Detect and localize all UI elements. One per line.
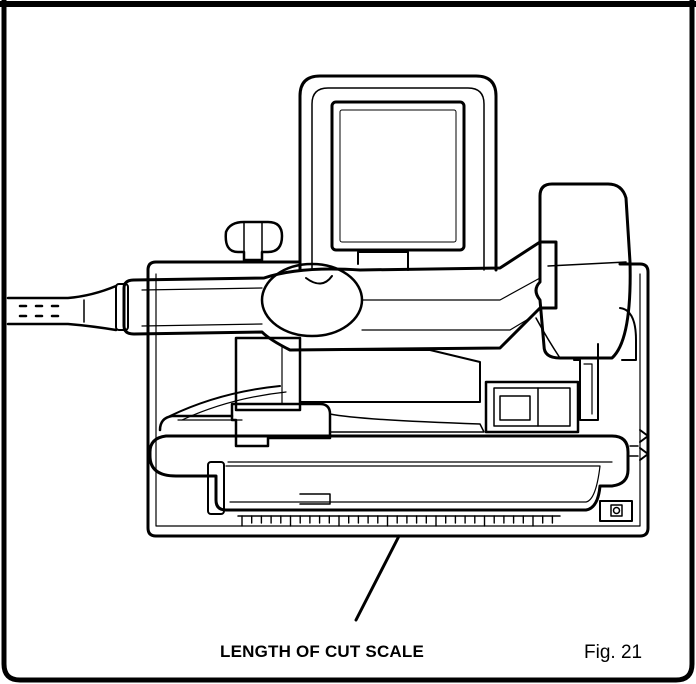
shoe-block	[230, 402, 485, 448]
depth-bracket	[484, 343, 599, 434]
blade-arc	[169, 385, 281, 417]
main-handle	[115, 240, 558, 352]
upper-housing	[298, 74, 498, 272]
cut-scale-label: LENGTH OF CUT SCALE	[220, 642, 425, 661]
callout-leader	[354, 534, 401, 622]
lower-guard	[148, 414, 630, 515]
blade-arc-inner	[181, 391, 287, 421]
cord-dashes	[18, 304, 60, 318]
power-cord	[6, 284, 118, 332]
adjustment-knob	[224, 220, 284, 262]
figure-number: Fig. 21	[584, 642, 643, 663]
scale-ticks	[241, 515, 554, 527]
base-plate	[146, 260, 650, 538]
bevel-lock	[599, 500, 633, 522]
rear-grip	[534, 182, 637, 361]
